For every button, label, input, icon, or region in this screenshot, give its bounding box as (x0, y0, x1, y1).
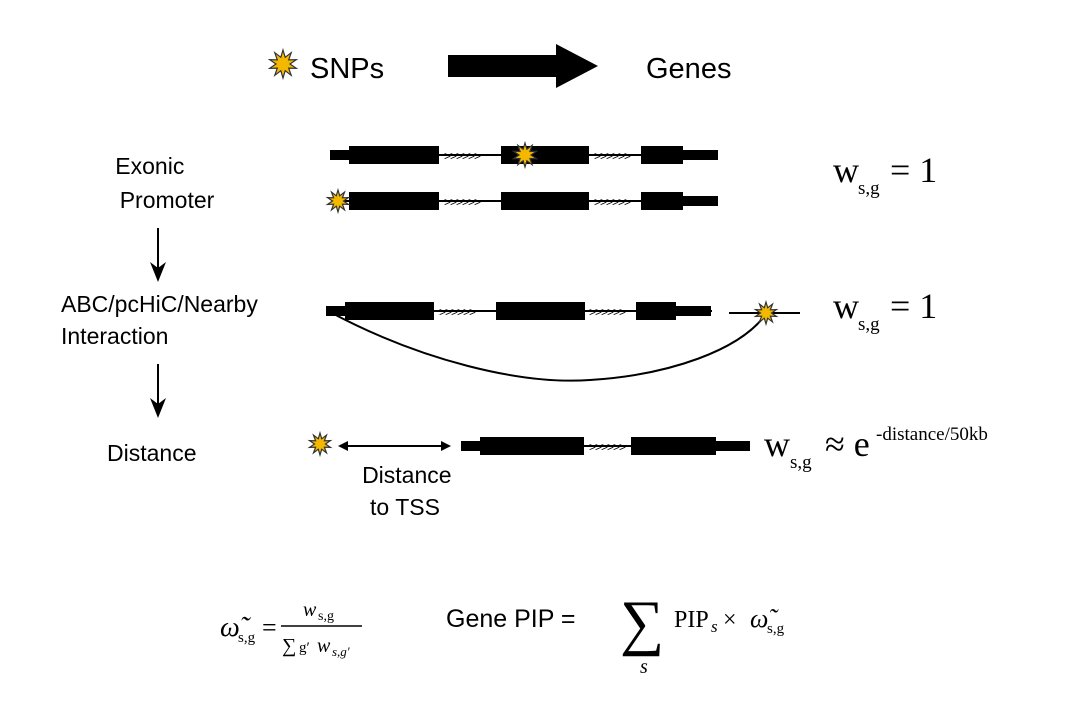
svg-text:>>>>>>: >>>>>> (444, 195, 481, 209)
weight-distance: w s,g ≈ e -distance/50kb (764, 424, 988, 473)
starburst-snp-icon (753, 299, 779, 327)
snp-interaction-icon (753, 299, 779, 327)
svg-text:∑: ∑ (620, 589, 664, 657)
svg-text:∑: ∑ (282, 635, 296, 657)
svg-text:s,g: s,g (790, 452, 812, 473)
svg-text:PIP: PIP (674, 607, 709, 633)
gene-pip-formula: Gene PIP = ∑ s PIP s × ω̃ s,g (446, 589, 785, 678)
starburst-snp-icon (511, 140, 539, 170)
gene-model-promoter: >>>>>> >>>>>> (338, 192, 718, 210)
svg-text:w: w (317, 635, 331, 657)
snp-distance-icon (307, 430, 333, 458)
starburst-snp-icon (325, 187, 351, 215)
weight-interaction: w s,g = 1 (833, 286, 937, 335)
down-arrow-icon (150, 228, 166, 282)
svg-text:>>>>>>: >>>>>> (444, 149, 481, 163)
snp-exonic-icon (511, 140, 539, 170)
svg-text:w: w (303, 599, 317, 621)
snp-legend-icon (267, 47, 299, 81)
starburst-snp-icon (307, 430, 333, 458)
svg-text:>>>>>>: >>>>>> (589, 440, 626, 454)
svg-text:w: w (764, 424, 790, 464)
svg-text:s,g: s,g (767, 621, 785, 637)
svg-text:s: s (711, 617, 718, 636)
normalized-weight-formula: ω̃ s,g = w s,g ∑ g′ w s,g′ (220, 599, 362, 659)
svg-text:w: w (833, 286, 859, 326)
svg-text:-distance/50kb: -distance/50kb (876, 424, 988, 445)
gene-model-interaction: >>>>>> >>>>>> (326, 302, 800, 382)
svg-text:>>>>>>: >>>>>> (594, 195, 631, 209)
step-label-interaction: ABC/pcHiC/Nearby Interaction (61, 291, 264, 349)
svg-text:>>>>>>: >>>>>> (439, 305, 476, 319)
gene-model-exonic: >>>>>> >>>>>> (330, 146, 718, 164)
distance-to-tss-label: Distance to TSS (362, 462, 458, 520)
snp-promoter-icon (325, 187, 351, 215)
gene-model-distance: >>>>>> (461, 437, 750, 455)
svg-text:>>>>>>: >>>>>> (589, 305, 626, 319)
step-label-distance: Distance (107, 440, 196, 466)
weight-exonic: w s,g = 1 (833, 150, 937, 199)
step-label-exonic: Exonic Promoter (115, 153, 214, 213)
right-arrow-icon (448, 44, 598, 88)
snps-label: SNPs (310, 53, 384, 85)
svg-text:s,g: s,g (318, 609, 334, 624)
svg-text:Gene PIP =: Gene PIP = (446, 605, 576, 633)
svg-text:>>>>>>: >>>>>> (594, 149, 631, 163)
svg-text:s,g: s,g (858, 314, 880, 335)
down-arrow-icon (150, 364, 166, 418)
svg-text:×: × (723, 607, 737, 633)
starburst-snp-icon (267, 47, 299, 81)
svg-text:w: w (833, 150, 859, 190)
svg-text:s,g: s,g (238, 630, 256, 646)
svg-text:g′: g′ (299, 640, 310, 656)
genes-label: Genes (646, 53, 731, 85)
svg-text:= 1: = 1 (890, 150, 937, 190)
svg-text:s: s (640, 656, 648, 678)
svg-text:≈ e: ≈ e (825, 424, 870, 464)
svg-text:=: = (262, 613, 277, 642)
svg-text:s,g′: s,g′ (332, 644, 350, 659)
svg-text:= 1: = 1 (890, 286, 937, 326)
svg-text:s,g: s,g (858, 178, 880, 199)
